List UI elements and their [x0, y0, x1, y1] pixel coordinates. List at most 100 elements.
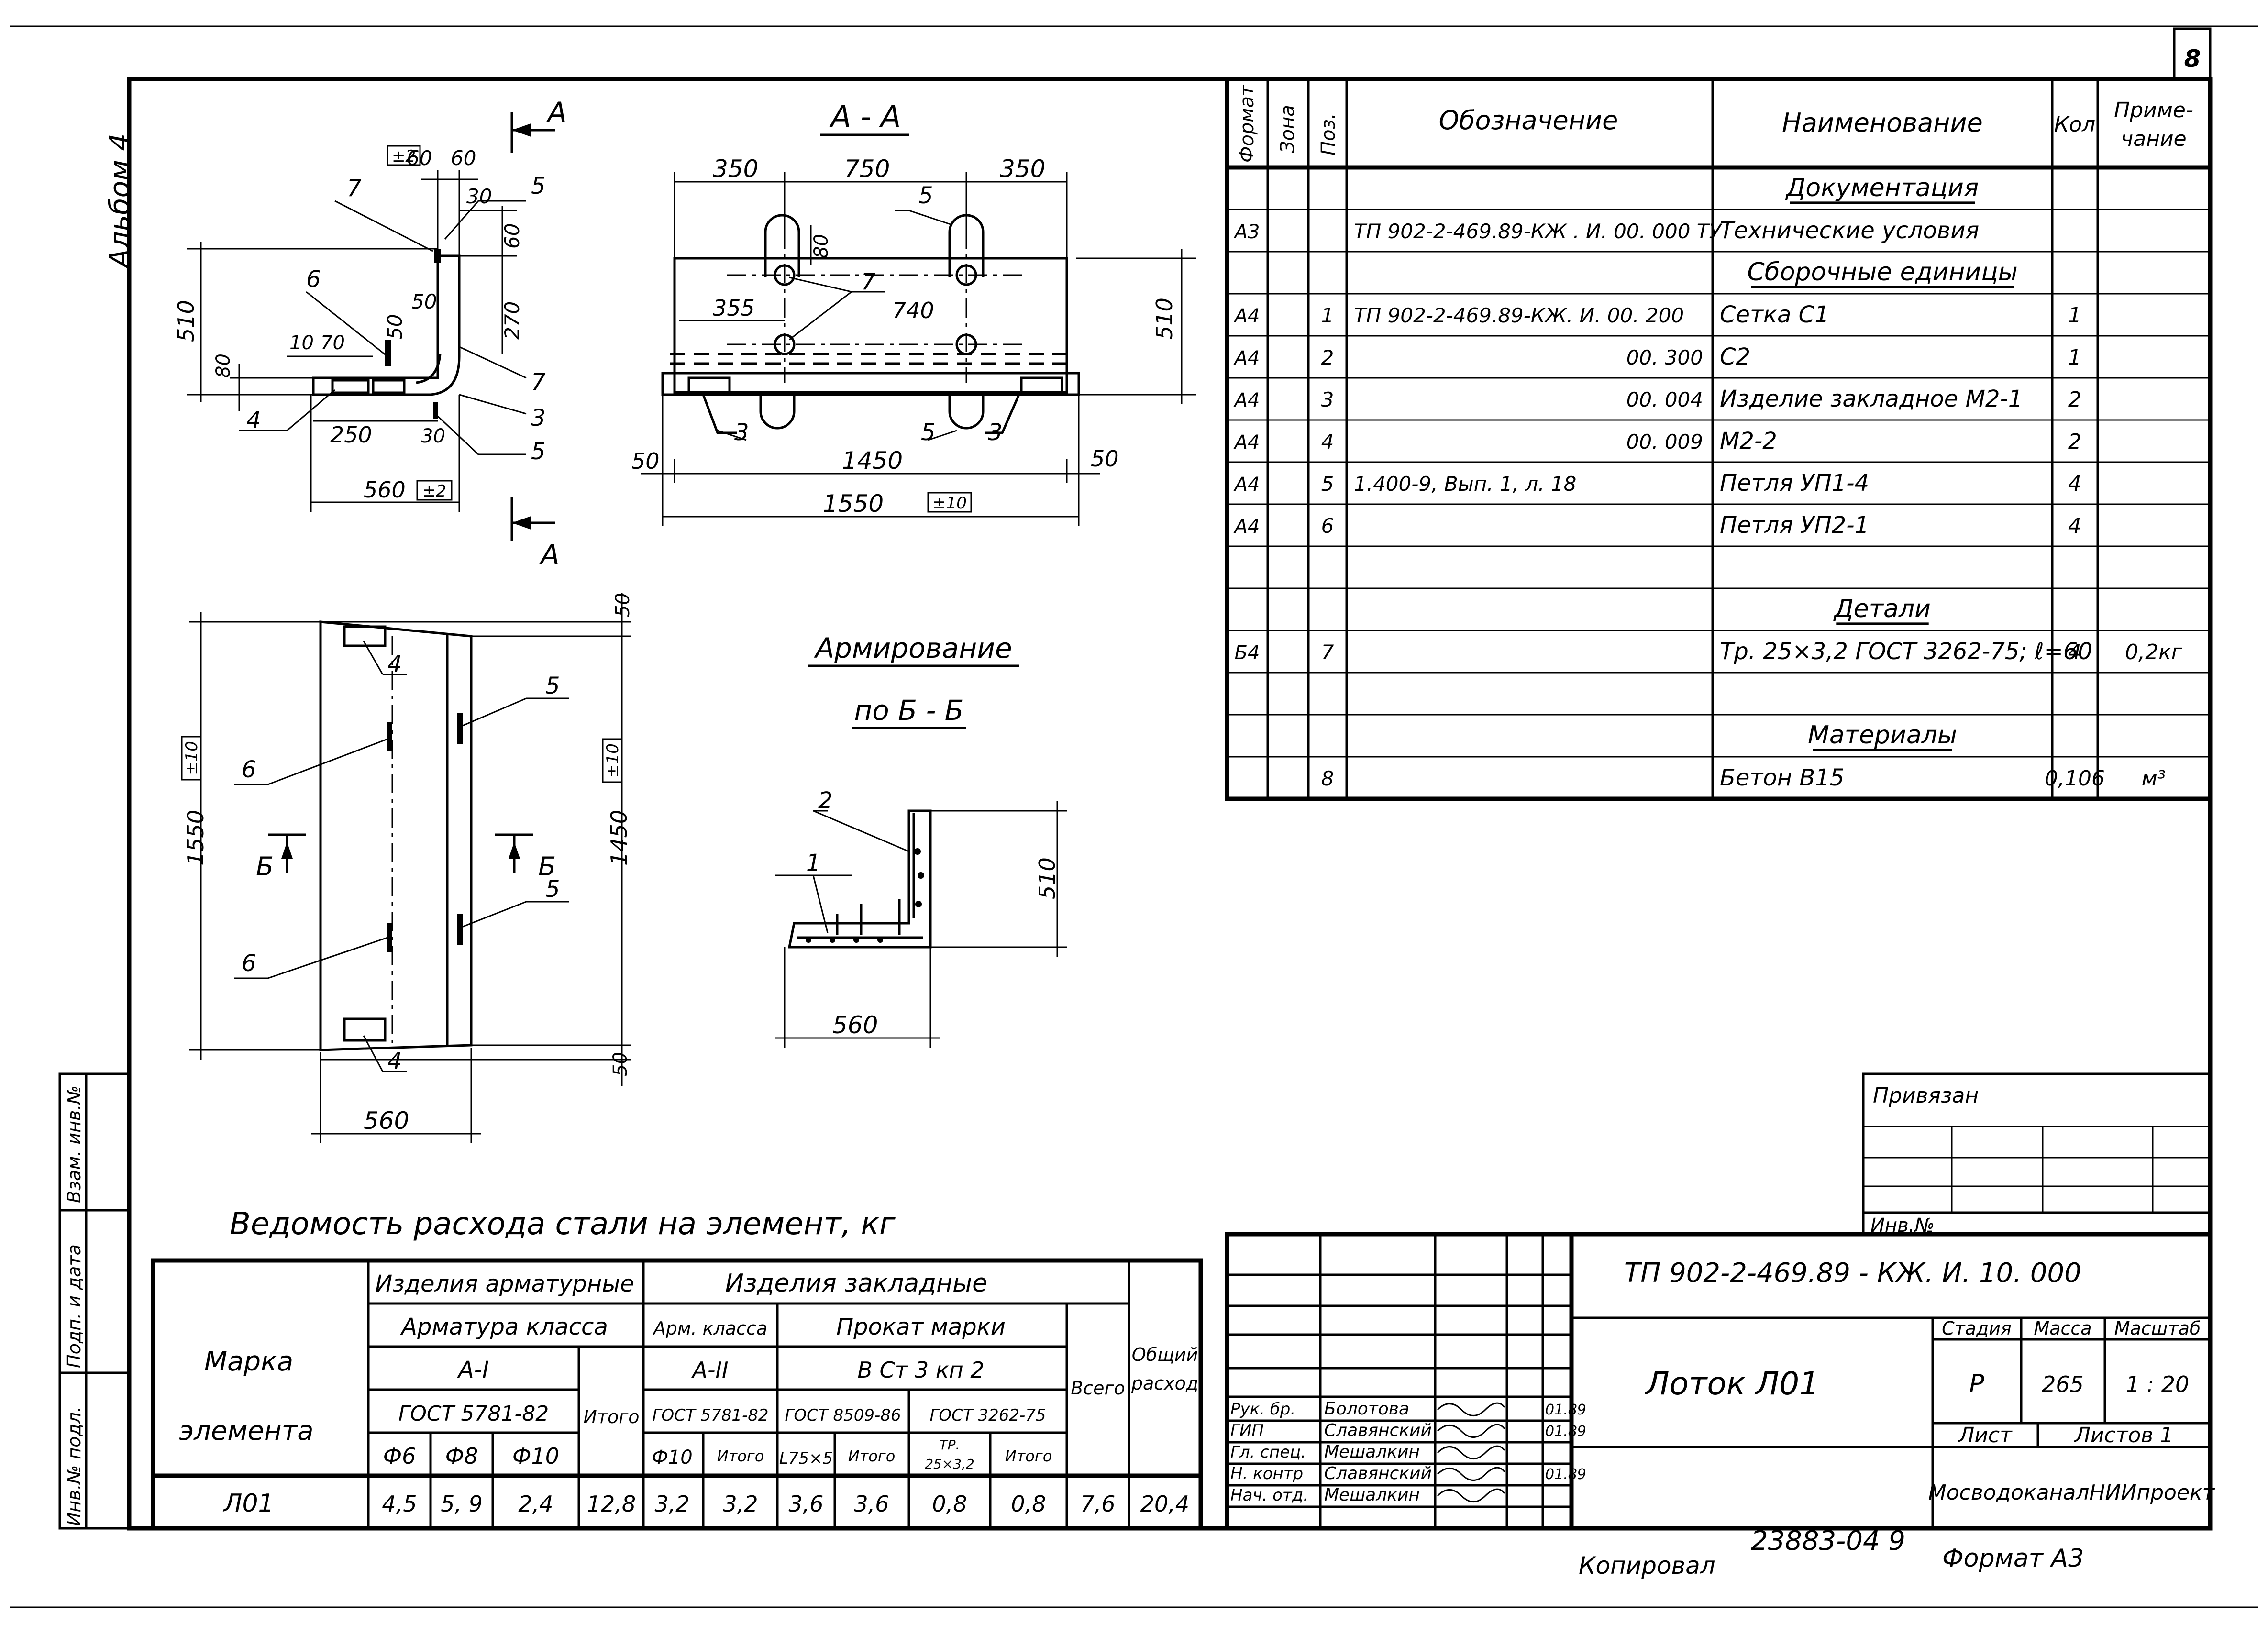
cut-letter-a-top: А	[546, 96, 567, 129]
footer: Копировал 23883-04 9 Формат А3	[1579, 1525, 2084, 1580]
steel-title: Ведомость расхода стали на элемент, кг	[230, 1206, 896, 1242]
steel-h-gost5781b: ГОСТ 5781-82	[652, 1406, 768, 1425]
tol-2-top: ±2	[392, 147, 416, 166]
pos-4-plan-top: 4	[387, 651, 402, 678]
spec-cell-qty: 4	[2068, 514, 2081, 538]
dim-1550-plan: 1550	[183, 810, 209, 866]
signature-mark	[1437, 1424, 1505, 1438]
spec-cell-pos: 2	[1321, 346, 1334, 369]
dim-50-aa-left: 50	[631, 448, 660, 474]
spec-cell-name: Технические условия	[1720, 217, 1979, 244]
signature-mark	[1437, 1402, 1505, 1416]
steel-h-f10b: Ф10	[652, 1447, 692, 1469]
spec-cell-qty: 0,106	[2045, 766, 2105, 791]
steel-v2: 5, 9	[441, 1491, 483, 1517]
steel-h-izd-arm: Изделия арматурные	[375, 1270, 634, 1297]
side-profile-view: А А 60 60 ±2 30 60 270 50 50 510	[173, 96, 567, 571]
steel-h-gost5781: ГОСТ 5781-82	[398, 1402, 549, 1426]
tb-role: Рук. бр.	[1230, 1400, 1295, 1419]
album-label: Альбом 4	[103, 133, 136, 270]
pos-3-aa-left: 3	[734, 419, 749, 446]
spec-cell-note: м³	[2142, 766, 2166, 791]
spec-h-qty: Кол	[2054, 112, 2095, 137]
strip-inv: Инв.№ подл.	[64, 1406, 85, 1526]
title-block: ТП 902-2-469.89 - КЖ. И. 10. 000 Лоток Л…	[1225, 1232, 2215, 1531]
spec-table: Формат Зона Поз. Обозначение Наименовани…	[1225, 77, 2213, 801]
plan-view: 1550 ±10 50 1450 ±10 50 560 Б Б 4 5	[181, 593, 634, 1143]
spec-cell-name: Детали	[1833, 595, 1931, 623]
tol-10-plan-left: ±10	[182, 741, 201, 775]
signature-mark	[1437, 1467, 1505, 1481]
steel-v3: 2,4	[518, 1491, 553, 1517]
section-aa-view: А - А 350 750 350 80	[631, 99, 1196, 526]
steel-h-ai: А-I	[457, 1357, 489, 1383]
tb-stadiya-h: Стадия	[1942, 1318, 2012, 1339]
pos-5-a: 5	[531, 173, 546, 199]
pos-4-a: 4	[246, 407, 261, 434]
pos-4-plan-bottom: 4	[387, 1048, 402, 1075]
pos-5-b: 5	[531, 438, 546, 465]
pos-7-a: 7	[347, 175, 362, 202]
spec-cell-pos: 6	[1321, 514, 1334, 538]
spec-cell-designation: ТП 902-2-469.89-КЖ. И. 00. 200	[1354, 304, 1684, 327]
spec-cell-name: Петля УП1-4	[1720, 470, 1869, 497]
spec-cell-name: Изделие закладное М2-1	[1720, 386, 2023, 412]
pos-2-arm: 2	[818, 787, 833, 814]
pos-7-b: 7	[531, 369, 546, 396]
dim-80: 80	[212, 354, 234, 378]
dim-1450-aa: 1450	[842, 447, 903, 475]
steel-v5: 3,2	[654, 1491, 689, 1517]
steel-h-obshiy: Общий	[1132, 1344, 1198, 1365]
left-binding-strip: Взам. инв.№ Подп. и дата Инв.№ подл.	[58, 1072, 131, 1530]
dim-30-bottom: 30	[421, 425, 445, 447]
dim-1550-aa: 1550	[823, 490, 884, 518]
tb-role: Гл. спец.	[1230, 1443, 1306, 1462]
dim-350-left: 350	[713, 155, 758, 183]
steel-v10: 0,8	[1011, 1491, 1046, 1517]
tb-person-name: Мешалкин	[1324, 1442, 1420, 1462]
spec-cell-name: Сборочные единицы	[1747, 258, 2017, 287]
dim-510-left: 510	[173, 300, 199, 342]
dim-560-arm: 560	[832, 1011, 878, 1039]
spec-cell-name: Документация	[1785, 174, 1979, 202]
steel-v8: 3,6	[854, 1491, 889, 1517]
steel-h-l75: L75×5	[779, 1449, 833, 1468]
steel-v12: 20,4	[1140, 1491, 1189, 1517]
pos-5-plan-top: 5	[545, 673, 560, 699]
spec-cell-name: С2	[1720, 343, 1750, 370]
tb-massa-h: Масса	[2034, 1318, 2091, 1339]
steel-v6: 3,2	[723, 1491, 758, 1517]
dim-30-top: 30	[466, 185, 492, 208]
pos-5-aa-bottom: 5	[921, 419, 936, 446]
spec-cell-designation: 00. 300	[1626, 346, 1703, 369]
privyazan-block: Привязан Инв.№	[1862, 1072, 2212, 1237]
steel-h-vst3: В Ст 3 кп 2	[857, 1357, 984, 1383]
title-name: Лоток Л01	[1645, 1365, 1819, 1402]
spec-cell-designation: 1.400-9, Вып. 1, л. 18	[1354, 472, 1576, 496]
armirovanie-title: Армирование	[813, 632, 1012, 664]
tb-date: 01.89	[1545, 1466, 1586, 1483]
spec-cell-pos: 8	[1321, 767, 1334, 790]
pos-7-aa: 7	[861, 268, 876, 295]
po-bb-title: по Б - Б	[854, 694, 963, 727]
reinforcement-view: Армирование по Б - Б 2 1 510 560	[775, 632, 1067, 1048]
steel-v11: 7,6	[1080, 1491, 1115, 1517]
spec-h-format: Формат	[1236, 84, 1258, 163]
spec-cell-pos: 7	[1321, 641, 1334, 664]
spec-cell-format: А4	[1233, 305, 1260, 327]
dim-740: 740	[892, 298, 934, 323]
tb-stadiya: Р	[1969, 1370, 1984, 1398]
spec-cell-note: 0,2кг	[2125, 640, 2183, 664]
footer-kopiroval: Копировал	[1579, 1552, 1715, 1580]
dim-560-plan: 560	[364, 1107, 409, 1135]
pos-6-a: 6	[306, 266, 321, 293]
spec-cell-qty: 1	[2068, 303, 2081, 328]
steel-table: Ведомость расхода стали на элемент, кг М…	[151, 1206, 1203, 1531]
tb-role: Н. контр	[1230, 1464, 1303, 1483]
tol-10-plan-right: ±10	[603, 743, 622, 778]
spec-cell-name: Бетон В15	[1720, 764, 1844, 791]
spec-cell-pos: 1	[1321, 304, 1334, 327]
spec-cell-designation: 00. 004	[1626, 388, 1703, 411]
pos-6-plan-bottom: 6	[242, 950, 256, 977]
dim-350-right: 350	[1000, 155, 1045, 183]
